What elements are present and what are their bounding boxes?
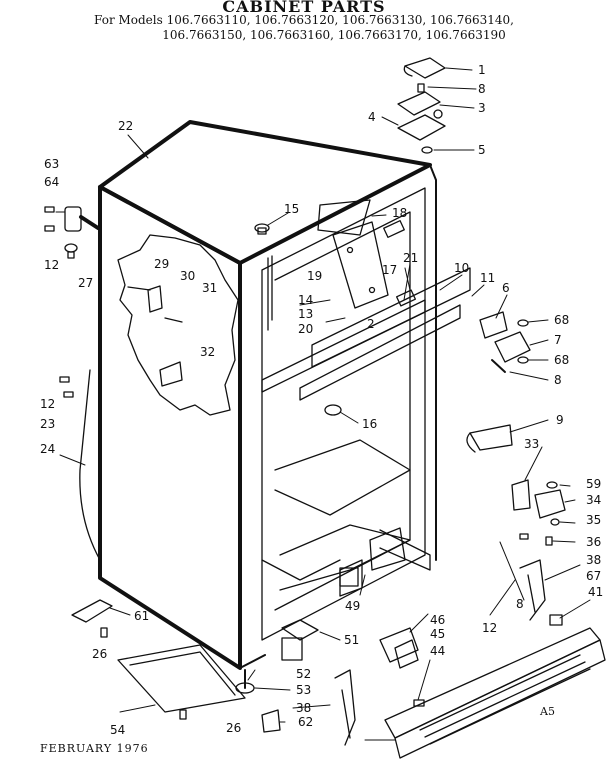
callout-46: 46: [430, 613, 445, 627]
revision-date: FEBRUARY 1976: [40, 742, 149, 755]
callout-54: 54: [110, 723, 125, 737]
callout-4: 4: [368, 110, 376, 124]
callout-26b: 26: [226, 721, 241, 735]
callout-41: 41: [588, 585, 603, 599]
insulation-cutaway: [117, 234, 239, 416]
callout-1: 1: [478, 63, 486, 77]
callout-3: 3: [478, 101, 486, 115]
callout-8b: 8: [554, 373, 562, 387]
callout-53: 53: [296, 683, 311, 697]
callout-15: 15: [284, 202, 299, 216]
models-line-1: For Models 106.7663110, 106.7663120, 106…: [94, 13, 514, 27]
callout-27: 27: [78, 276, 93, 290]
callout-35: 35: [586, 513, 601, 527]
callout-38: 38: [586, 553, 601, 567]
callout-5: 5: [478, 143, 486, 157]
toe-grille: [384, 627, 606, 759]
callout-68b: 68: [554, 353, 569, 367]
callout-36: 36: [586, 535, 601, 549]
left-hardware: [44, 206, 100, 259]
callout-7: 7: [554, 333, 562, 347]
callout-33: 33: [524, 437, 539, 451]
callout-61: 61: [134, 609, 149, 623]
callout-26: 26: [92, 647, 107, 661]
callout-52: 52: [296, 667, 311, 681]
callout-2: 2: [367, 317, 375, 331]
callout-21: 21: [403, 251, 418, 265]
callout-29: 29: [154, 257, 169, 271]
callout-9: 9: [556, 413, 564, 427]
callout-8: 8: [478, 82, 486, 96]
callout-labels: 1 8 3 4 5 22 63 64 15 18 12 27 29 30 31 …: [40, 63, 603, 737]
callout-19: 19: [307, 269, 322, 283]
base-parts: [71, 599, 319, 733]
callout-23: 23: [40, 417, 55, 431]
page-title: CABINET PARTS: [222, 0, 386, 16]
top-hinge-assembly: [397, 57, 446, 154]
right-hardware: [466, 311, 566, 546]
callout-32: 32: [200, 345, 215, 359]
callout-12c: 12: [482, 621, 497, 635]
callout-44: 44: [430, 644, 445, 658]
callout-51: 51: [344, 633, 359, 647]
callout-20: 20: [298, 322, 313, 336]
callout-45: 45: [430, 627, 445, 641]
callout-13: 13: [298, 307, 313, 321]
callout-18: 18: [392, 206, 407, 220]
callout-14: 14: [298, 293, 313, 307]
callout-64: 64: [44, 175, 59, 189]
callout-68: 68: [554, 313, 569, 327]
leader-lines: [55, 67, 591, 741]
cabinet-body: [98, 120, 471, 670]
callout-34: 34: [586, 493, 601, 507]
callout-16: 16: [362, 417, 377, 431]
callout-17: 17: [382, 263, 397, 277]
callout-11: 11: [480, 271, 495, 285]
callout-38b: 38: [296, 701, 311, 715]
art-code: A5: [540, 705, 555, 718]
wire-harness: [59, 369, 101, 561]
callout-63: 63: [44, 157, 59, 171]
models-line-2: 106.7663150, 106.7663160, 106.7663170, 1…: [162, 28, 506, 42]
callout-30: 30: [180, 269, 195, 283]
callout-8c: 8: [516, 597, 524, 611]
callout-12: 12: [44, 258, 59, 272]
callout-67: 67: [586, 569, 601, 583]
callout-62: 62: [298, 715, 313, 729]
callout-49: 49: [345, 599, 360, 613]
callout-12b: 12: [40, 397, 55, 411]
callout-24: 24: [40, 442, 55, 456]
bottom-brackets: [334, 559, 563, 746]
callout-31: 31: [202, 281, 217, 295]
callout-22: 22: [118, 119, 133, 133]
callout-10: 10: [454, 261, 469, 275]
callout-6: 6: [502, 281, 510, 295]
callout-59: 59: [586, 477, 601, 491]
